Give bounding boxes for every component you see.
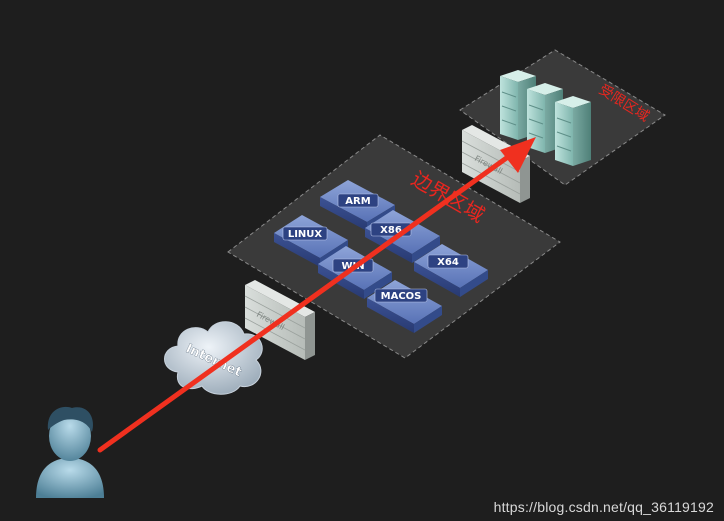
network-device-linux: LINUX xyxy=(274,215,348,267)
device-label-arm: ARM xyxy=(345,196,370,207)
user-icon xyxy=(36,406,104,498)
device-label-x64: X64 xyxy=(437,257,459,268)
watermark: https://blog.csdn.net/qq_36119192 xyxy=(493,499,714,515)
traffic-arrow xyxy=(97,137,536,453)
device-label-x86: X86 xyxy=(380,225,402,236)
network-device-x64: X64 xyxy=(414,244,488,297)
cloud-icon: Internet xyxy=(164,321,263,395)
device-label-macos: MACOS xyxy=(381,291,422,302)
network-device-macos: MACOS xyxy=(367,280,442,333)
device-label-linux: LINUX xyxy=(288,229,323,240)
server-icon xyxy=(500,70,591,166)
